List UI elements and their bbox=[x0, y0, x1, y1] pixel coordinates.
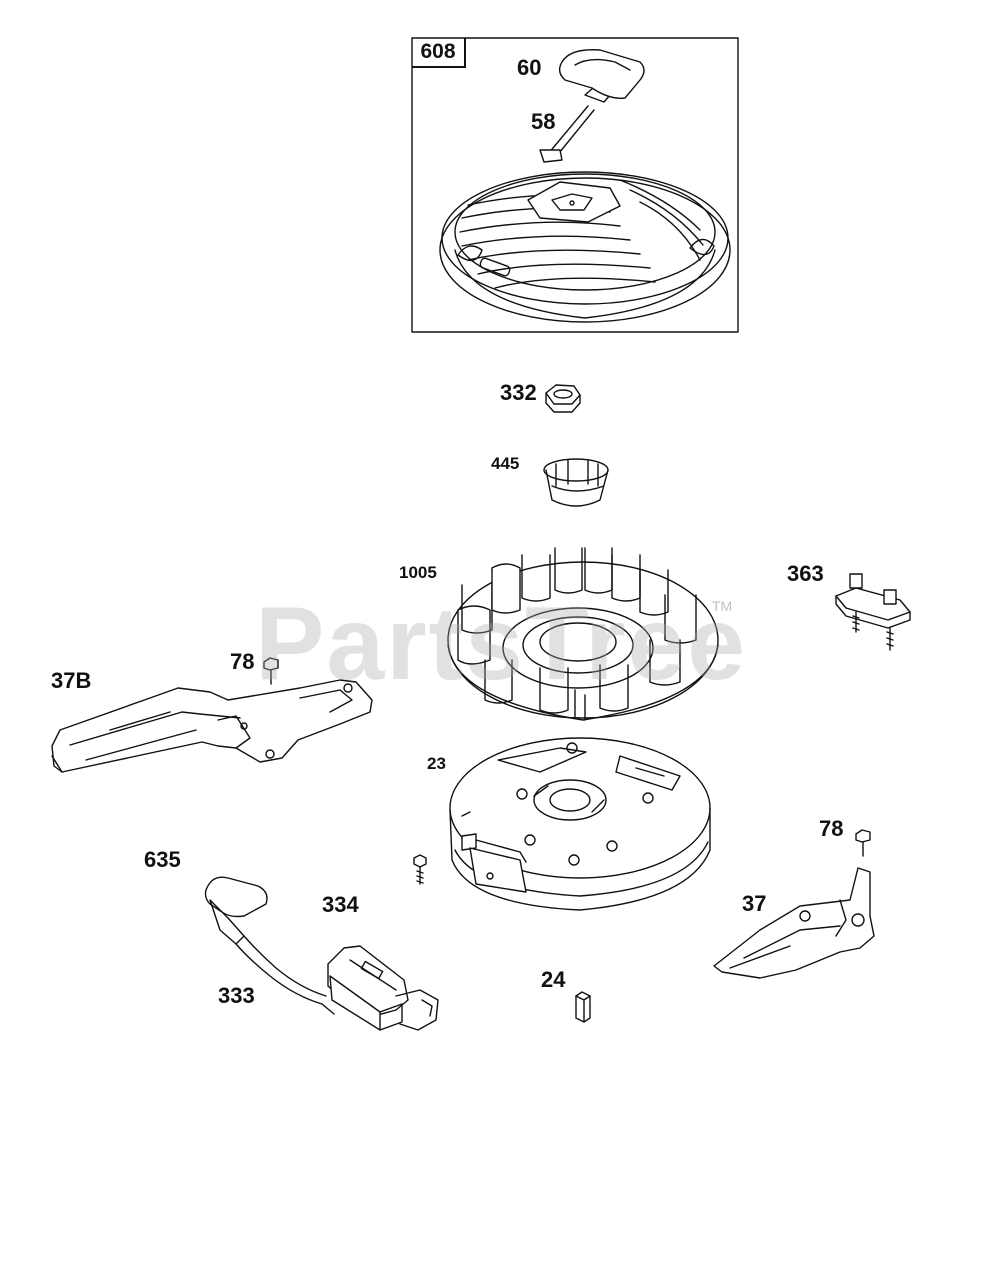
armature-334-drawing bbox=[328, 946, 438, 1030]
part-label-333[interactable]: 333 bbox=[218, 983, 255, 1008]
part-label-445[interactable]: 445 bbox=[491, 454, 520, 473]
part-label-363[interactable]: 363 bbox=[787, 561, 824, 586]
nut-332-drawing bbox=[546, 385, 580, 412]
trademark-mark: TM bbox=[712, 598, 733, 614]
part-label-78-left[interactable]: 78 bbox=[230, 649, 255, 674]
assembly-box-608 bbox=[412, 38, 738, 332]
bracket-363-drawing bbox=[836, 574, 910, 650]
part-label-60[interactable]: 60 bbox=[517, 55, 542, 80]
screw-78-left-drawing bbox=[264, 658, 278, 684]
part-label-635[interactable]: 635 bbox=[144, 847, 181, 872]
recoil-starter-drawing bbox=[440, 50, 730, 322]
screw-small-drawing bbox=[414, 855, 426, 884]
part-label-78-right[interactable]: 78 bbox=[819, 816, 844, 841]
vane-37-drawing bbox=[714, 868, 874, 978]
part-label-23[interactable]: 23 bbox=[427, 754, 446, 773]
part-label-37B[interactable]: 37B bbox=[51, 668, 92, 693]
part-label-334[interactable]: 334 bbox=[322, 892, 359, 917]
part-label-37[interactable]: 37 bbox=[742, 891, 767, 916]
part-label-332[interactable]: 332 bbox=[500, 380, 537, 405]
ignition-lead-drawing bbox=[206, 877, 335, 1014]
cup-445-drawing bbox=[544, 459, 608, 506]
fan-1005-drawing bbox=[448, 548, 718, 720]
assembly-box-label-608: 608 bbox=[412, 38, 466, 68]
flywheel-23-drawing bbox=[450, 738, 710, 910]
guide-37B-drawing bbox=[52, 680, 372, 772]
screw-78-right-drawing bbox=[856, 830, 870, 856]
part-label-24[interactable]: 24 bbox=[541, 967, 566, 992]
key-24-drawing bbox=[576, 992, 590, 1022]
part-label-58[interactable]: 58 bbox=[531, 109, 556, 134]
part-label-1005[interactable]: 1005 bbox=[399, 563, 437, 582]
